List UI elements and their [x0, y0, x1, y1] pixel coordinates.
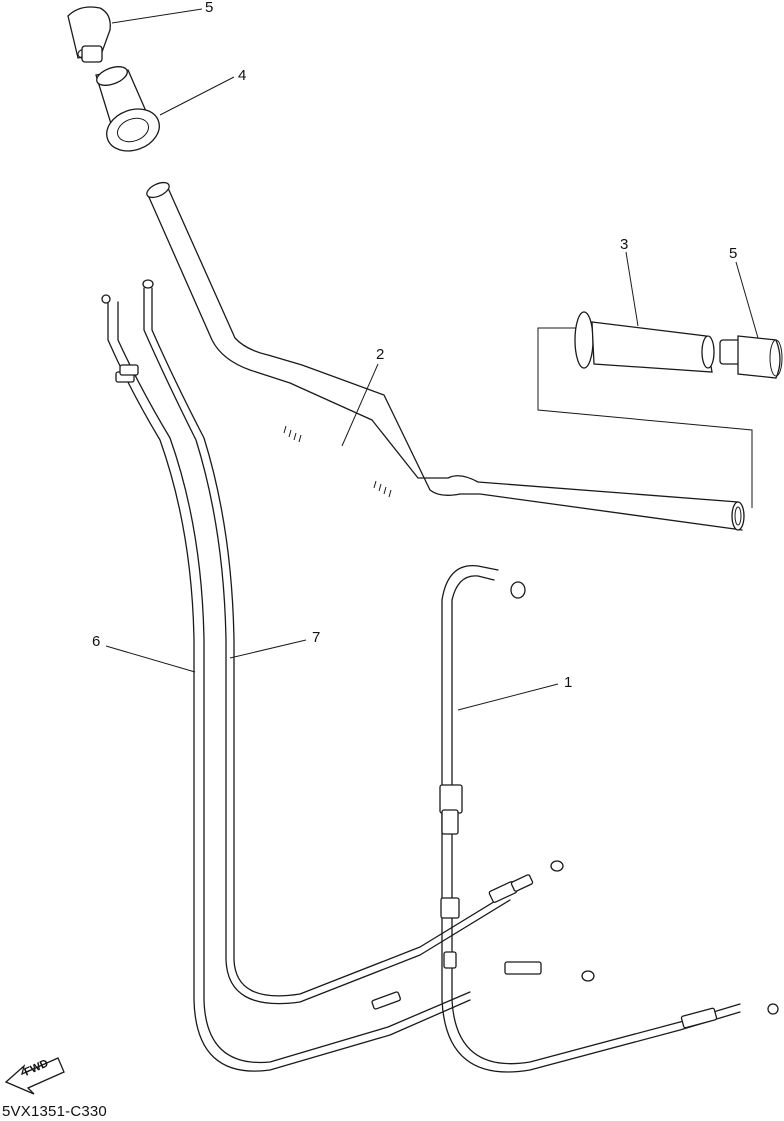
fwd-arrow-icon	[4, 1057, 65, 1095]
left-grip-inset	[537, 311, 783, 508]
callout-5-grip-end: 5	[205, 0, 214, 16]
callout-4-grip-housing: 4	[238, 67, 247, 84]
throttle-cable-7	[119, 279, 511, 1005]
handlebar	[146, 181, 745, 531]
leader-lines	[105, 8, 759, 711]
drawing-code: 5VX1351-C330	[2, 1103, 107, 1120]
cable-fittings	[371, 860, 595, 1010]
callout-2-handlebar: 2	[376, 346, 385, 363]
callout-7-cable: 7	[312, 629, 321, 646]
clutch-cable-1	[439, 565, 779, 1073]
callout-1-cable: 1	[564, 674, 573, 691]
grip-end-top	[67, 6, 111, 63]
callout-5-grip-end-right: 5	[729, 245, 738, 262]
callout-6-cable: 6	[92, 633, 101, 650]
callout-3-grip: 3	[620, 236, 629, 253]
throttle-cable-6	[101, 294, 471, 1072]
throttle-grip-assembly	[95, 66, 160, 152]
